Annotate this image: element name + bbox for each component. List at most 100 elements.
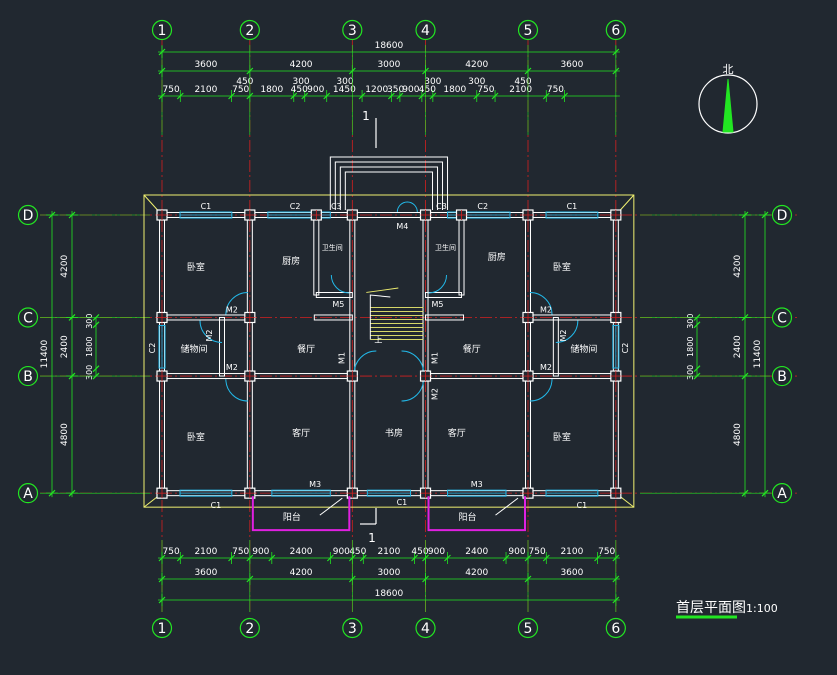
dim-top-details-label-0: 750 [163, 85, 180, 95]
dim-right-small-label-1: 1800 [686, 337, 695, 357]
labels: 上卧室卧室厨房厨房卫生间卫生间储物间储物间餐厅餐厅卧室卧室客厅客厅书房阳台阳台C… [148, 202, 630, 523]
grid-bubble-left-B: B [23, 369, 33, 385]
tag-M1-2: M1 [431, 352, 440, 364]
dim-top-details-tick-13 [491, 92, 499, 100]
dim-top-details-label-6: 1450 [333, 85, 356, 95]
room-balcony-right: 阳台 [459, 511, 477, 523]
dim-bottom-axes-label-2: 3000 [377, 568, 400, 578]
tag-C2-4: C2 [621, 343, 630, 354]
grid-bubble-right-C: C [777, 310, 787, 326]
dim-bottom-details-label-7: 2100 [377, 547, 400, 557]
tag-C2-2: C2 [477, 202, 488, 211]
dim-top-details-label-4: 450 [291, 85, 308, 95]
door-M1-swing-right [401, 350, 425, 374]
dim-top-details-label-5: 900 [307, 85, 324, 95]
dim-bottom-axes-label-0: 3600 [194, 568, 217, 578]
room-dining-right: 餐厅 [463, 343, 481, 355]
tag-M3-1: M3 [309, 480, 321, 489]
grid-bubble-top-5: 5 [524, 23, 533, 39]
grid-bubble-bottom-5-circle [517, 617, 539, 639]
room-dining-left: 餐厅 [297, 343, 315, 355]
grid-bubble-bottom-3: 3 [348, 621, 357, 637]
grid-bubble-bottom-1: 1 [158, 621, 167, 637]
grid-bubble-top-2-circle [239, 19, 260, 41]
grid-bubble-bottom-2-circle [239, 617, 260, 639]
door-M2-swing-2 [225, 379, 248, 402]
tag-M3-2: M3 [471, 480, 483, 489]
dim-bottom-axes-label-4: 3600 [560, 568, 583, 578]
door-M2-swing-4 [529, 379, 553, 402]
dim-bottom-details-label-5: 900 [333, 547, 350, 557]
dim-top-details-label-9: 900 [402, 85, 419, 95]
stair-arrow-line [369, 294, 391, 340]
dim-top-details-label-2: 750 [232, 85, 249, 95]
dim-top-upper-2: 300 [336, 77, 353, 87]
door-M4-swing [396, 201, 418, 213]
stair-up-label: 上 [374, 335, 382, 344]
dim-right-small-label-2: 300 [686, 365, 695, 380]
tag-C1-3: C1 [211, 501, 222, 510]
wall-bath-left-bottom [315, 292, 353, 298]
tag-C2-3: C2 [148, 343, 157, 354]
dim-top-details-label-7: 1200 [365, 85, 388, 95]
tag-M2-1: M2 [226, 305, 238, 314]
grid-bubble-top-6: 6 [611, 23, 620, 39]
dim-bottom-details-tick-10 [444, 554, 451, 562]
grid-bubble-left-C: C [23, 310, 33, 326]
room-kitchen-left: 厨房 [282, 255, 300, 267]
dim-top-details-tick-11 [429, 92, 437, 100]
north-label: 北 [723, 63, 734, 76]
dim-right-total-label-0: 11400 [753, 339, 763, 368]
dim-bottom-details-label-9: 900 [428, 547, 445, 557]
dim-top-details-tick-4 [290, 92, 298, 100]
section-mark-bottom-label: 1 [368, 531, 376, 545]
dim-top-upper-4: 300 [468, 77, 485, 87]
stair-break-line [366, 287, 399, 293]
drawing-scale: 1:100 [746, 602, 778, 615]
dim-top-details-label-10: 450 [419, 85, 436, 95]
grid-bubble-left-C-circle [17, 307, 39, 328]
dim-top-total-label-0: 18600 [375, 41, 404, 51]
grid-bubble-left-D: D [23, 208, 34, 224]
dim-top-details-label-1: 2100 [194, 85, 217, 95]
dim-left-small-label-1: 1800 [85, 337, 94, 357]
dim-top-details-tick-12 [473, 92, 481, 100]
grid-bubble-right-A: A [777, 486, 787, 502]
grid-bubble-top-2: 2 [245, 23, 254, 39]
grid-bubble-top-3: 3 [348, 23, 357, 39]
dim-bottom-details-label-1: 2100 [194, 547, 217, 557]
dim-bottom-details-tick-13 [542, 554, 550, 562]
tag-M2-3: M2 [540, 305, 552, 314]
wall-storage-left [219, 316, 225, 377]
dim-top-details-tick-6 [323, 92, 331, 100]
walls [159, 212, 619, 497]
dim-right-axes-label-2: 4800 [733, 423, 743, 446]
tag-C1-4: C1 [397, 498, 408, 507]
room-living-left: 客厅 [292, 427, 310, 439]
dim-top-details-tick-2 [228, 92, 235, 100]
balcony-right [427, 496, 526, 532]
tag-M2-5: M2 [205, 329, 214, 341]
dim-left-axes-label-2: 4800 [60, 423, 70, 446]
door-M2-swing-3 [529, 291, 553, 315]
tag-M2-4: M2 [540, 363, 552, 372]
door-M2-swing-5 [199, 320, 223, 343]
dim-right-small-label-0: 300 [686, 313, 695, 328]
dim-bottom-details-label-8: 450 [411, 547, 428, 557]
wall-C-mid-left [313, 314, 353, 321]
dim-left-small-tick-2 [92, 365, 100, 373]
tag-C1-5: C1 [577, 501, 588, 510]
dim-bottom-details-tick-8 [411, 554, 418, 562]
dim-top-axes-label-3: 4200 [465, 60, 488, 70]
grid-bubble-left-B-circle [17, 365, 39, 387]
dim-top-axes-label-4: 3600 [560, 60, 583, 70]
tag-M2-2: M2 [226, 363, 238, 372]
drawing-title-block: 首层平面图 1:100 [676, 600, 778, 619]
tag-C2-1: C2 [290, 202, 301, 211]
room-storage-left: 储物间 [180, 343, 207, 355]
tag-C1-2: C1 [567, 202, 578, 211]
grid-bubble-bottom-3-circle [342, 617, 363, 639]
roof-outline [143, 194, 635, 508]
